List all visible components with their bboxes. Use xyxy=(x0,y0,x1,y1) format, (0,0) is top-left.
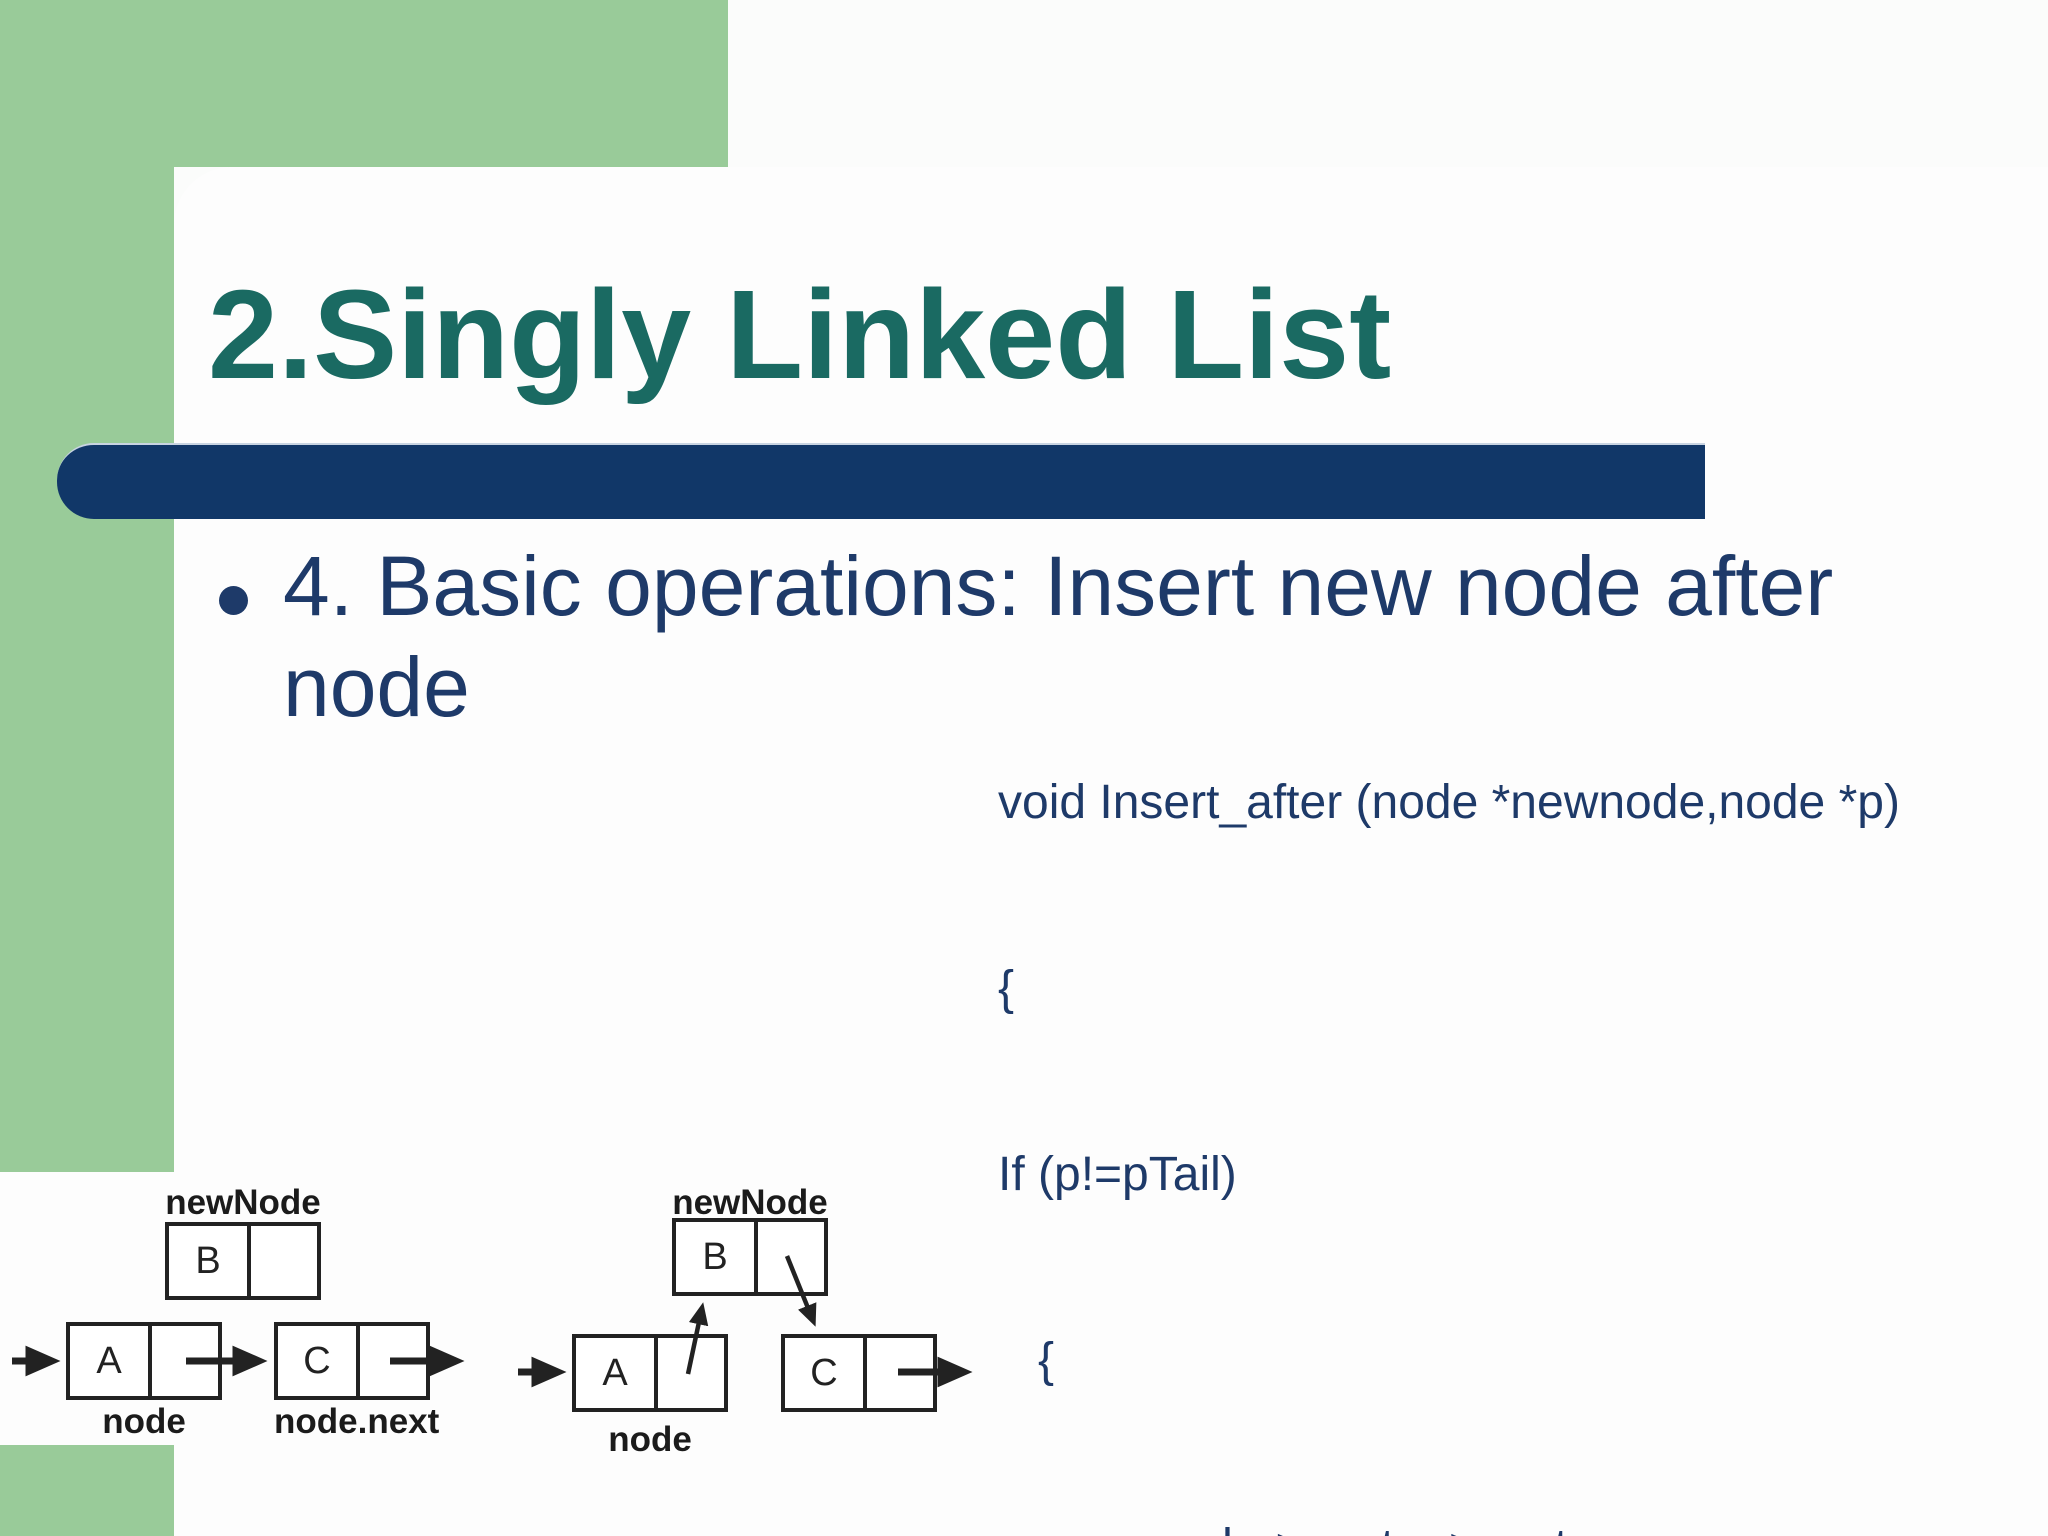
node-a-box-before: A xyxy=(66,1322,222,1400)
box-divider xyxy=(754,1222,758,1292)
node-next-label-before: node.next xyxy=(274,1402,440,1441)
bullet-line-2: node xyxy=(283,640,470,734)
code-line: { xyxy=(998,962,1015,1015)
node-label-before: node xyxy=(102,1402,186,1441)
newnode-label-after: newNode xyxy=(672,1183,828,1222)
node-c-box-before: C xyxy=(274,1322,430,1400)
box-divider xyxy=(654,1338,658,1408)
node-c-box-after: C xyxy=(781,1334,937,1412)
code-line: If (p!=pTail) xyxy=(998,1148,1237,1201)
title-underline-bar xyxy=(57,443,1705,519)
box-divider xyxy=(863,1338,867,1408)
code-line: { xyxy=(998,1334,1055,1387)
code-block: void Insert_after (node *newnode,node *p… xyxy=(998,648,1900,1536)
green-top-block xyxy=(0,0,728,167)
bullet-text: 4. Basic operations: Insert new node aft… xyxy=(283,536,1843,738)
bullet-line-1: 4. Basic operations: Insert new node aft… xyxy=(283,539,1834,633)
bullet-marker xyxy=(219,586,248,615)
newnode-box-before: B xyxy=(165,1222,321,1300)
page-title: 2.Singly Linked List xyxy=(208,264,1392,405)
node-value: B xyxy=(702,1235,728,1278)
box-divider xyxy=(148,1326,152,1396)
node-value: A xyxy=(96,1339,122,1382)
box-divider xyxy=(356,1326,360,1396)
node-a-box-after: A xyxy=(572,1334,728,1412)
box-divider xyxy=(247,1226,251,1296)
code-line: newnode->next=p>next; xyxy=(998,1516,1900,1536)
node-value: C xyxy=(303,1339,331,1382)
newnode-box-after: B xyxy=(672,1218,828,1296)
node-label-after: node xyxy=(608,1420,692,1459)
newnode-label-before: newNode xyxy=(165,1183,321,1222)
node-value: B xyxy=(195,1239,221,1282)
node-value: C xyxy=(810,1351,838,1394)
node-value: A xyxy=(602,1351,628,1394)
code-line: void Insert_after (node *newnode,node *p… xyxy=(998,776,1900,829)
